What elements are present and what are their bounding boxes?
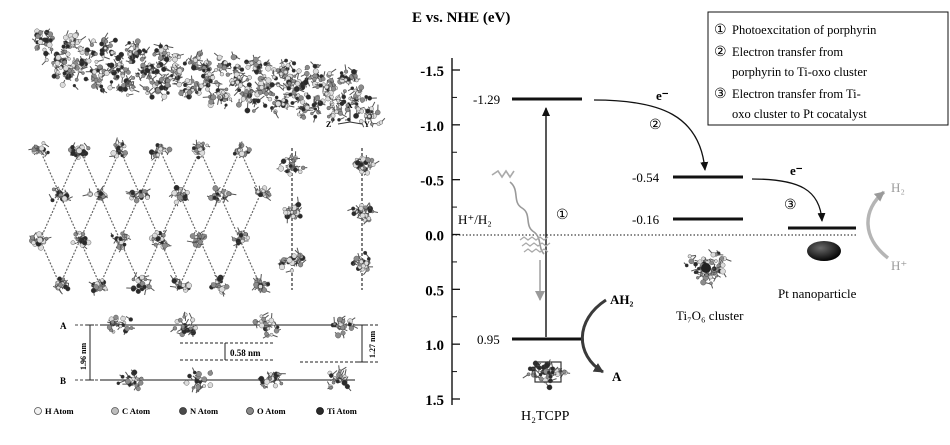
- legend-item-h: H Atom: [34, 406, 74, 416]
- legend-label-n: N Atom: [190, 406, 218, 416]
- steps-key: ① Photoexcitation of porphyrin ② Electro…: [707, 11, 949, 126]
- porphyrin-label: H₂TCPP: [521, 409, 570, 424]
- energy-axis-title: E vs. NHE (eV): [412, 10, 510, 26]
- electron-transfer-arrow-1: [593, 99, 709, 171]
- axis-label-x: X: [347, 101, 353, 110]
- sacrificial-donor-arrow: [580, 298, 607, 374]
- crystal-slab-3d: [31, 28, 386, 128]
- donor-label-ah2: AH₂: [610, 292, 634, 307]
- y-tick-label: -1.5: [420, 64, 444, 80]
- product-label-h2: H₂: [891, 180, 905, 195]
- legend-item-c: C Atom: [111, 406, 150, 416]
- cluster-label: Ti₇O₆ cluster: [676, 308, 744, 323]
- reference-label: H⁺/H₂: [458, 212, 492, 227]
- product-label-hplus: H⁺: [891, 258, 907, 273]
- layer-view: 1.96 nm 0.58 nm 1.27 nm A B: [60, 311, 378, 394]
- step-marker-1: ①: [556, 208, 569, 223]
- y-tick-label: 0.5: [425, 283, 444, 299]
- axis-label-z: Z: [326, 120, 331, 129]
- dimension-label-3: 1.27 nm: [368, 331, 377, 358]
- pt-nanoparticle-image: [807, 241, 841, 261]
- electron-label-2: e⁻: [790, 163, 803, 178]
- legend-label-o: O Atom: [257, 406, 286, 416]
- legend-label-c: C Atom: [122, 406, 150, 416]
- legend-label-h: H Atom: [45, 406, 74, 416]
- step-marker-2: ②: [649, 118, 662, 133]
- porphyrin-molecule-image: [522, 359, 571, 391]
- atom-legend: H Atom C Atom N Atom O Atom Ti Atom: [34, 406, 357, 416]
- lattice-network: [28, 137, 272, 297]
- layer-label-a: A: [60, 321, 67, 331]
- level-value-lumo: -1.29: [473, 92, 500, 107]
- energy-diagram: E vs. NHE (eV) -1.5-1.0-0.50.00.51.01.5 …: [412, 10, 949, 424]
- key-text-3: porphyrin to Ti-oxo cluster: [732, 65, 868, 79]
- light-wave-icon: [491, 169, 551, 301]
- layer-label-b: B: [60, 376, 66, 386]
- level-value-homo: 0.95: [477, 332, 500, 347]
- key-text-2: Electron transfer from: [732, 45, 843, 59]
- crystal-structure-panel: X Y Z 1.96 nm 0.58 nm: [28, 28, 386, 416]
- key-text-5: oxo cluster to Pt cocatalyst: [732, 107, 867, 121]
- electron-label-1: e⁻: [656, 88, 669, 103]
- y-tick-label: -0.5: [420, 174, 444, 190]
- y-tick-label: 1.0: [425, 338, 444, 354]
- dimension-label-2: 0.58 nm: [230, 348, 261, 358]
- energy-axis: -1.5 -1.0 -0.5 0.0 0.5 1.0 1.5: [420, 58, 460, 409]
- hydrogen-evolution-arrow: [866, 190, 890, 260]
- key-marker-4: ③: [714, 87, 727, 102]
- axis-label-y: Y: [364, 120, 370, 129]
- y-tick-label: 1.5: [425, 393, 444, 409]
- donor-label-a: A: [612, 369, 622, 384]
- level-value-cluster-lower: -0.16: [632, 212, 660, 227]
- electron-transfer-arrow-2: [751, 178, 826, 222]
- cluster-molecule-image: [683, 249, 732, 289]
- y-tick-label: -1.0: [420, 119, 444, 135]
- legend-item-ti: Ti Atom: [316, 406, 357, 416]
- chain-view-1: [276, 148, 308, 290]
- legend-label-ti: Ti Atom: [327, 406, 357, 416]
- axes-triad: X Y Z: [326, 101, 370, 129]
- legend-item-o: O Atom: [246, 406, 286, 416]
- chain-view-2: [347, 148, 380, 290]
- y-tick-label: 0.0: [425, 229, 444, 245]
- key-text-4: Electron transfer from Ti-: [732, 87, 861, 101]
- dimension-label-1: 1.96 nm: [79, 343, 88, 370]
- key-marker-2: ②: [714, 45, 727, 60]
- legend-item-n: N Atom: [179, 406, 218, 416]
- step-marker-3: ③: [784, 198, 797, 213]
- level-value-cluster-upper: -0.54: [632, 170, 660, 185]
- key-marker-1: ①: [714, 23, 727, 38]
- key-text-1: Photoexcitation of porphyrin: [732, 23, 877, 37]
- pt-label: Pt nanoparticle: [778, 286, 857, 301]
